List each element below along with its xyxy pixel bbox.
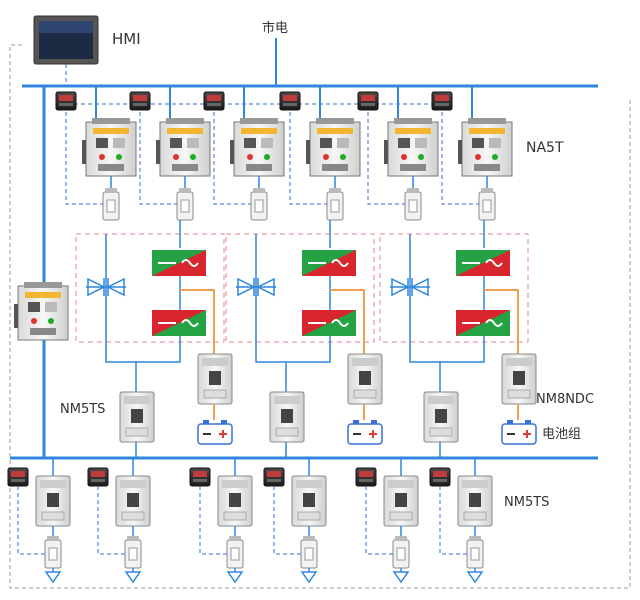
control-wire <box>213 112 251 205</box>
feeder-ct <box>226 536 244 569</box>
rectifier <box>302 250 356 276</box>
acb-breaker <box>230 118 285 177</box>
feeder-mccb <box>291 475 327 527</box>
feeder-control-wire <box>273 486 301 555</box>
acb-breaker <box>82 118 137 177</box>
load-ground-symbol <box>124 571 142 584</box>
feeder-ct <box>466 536 484 569</box>
feeder-mccb <box>35 475 71 527</box>
power-meter-top <box>55 91 77 111</box>
converter-bay <box>379 220 537 458</box>
output-mccb <box>269 391 305 443</box>
control-wire <box>289 112 327 205</box>
battery-label: 电池组 <box>542 427 581 442</box>
acb-breaker <box>458 118 513 177</box>
current-transformer <box>102 188 120 221</box>
control-wire <box>441 112 479 205</box>
load-ground-symbol <box>300 571 318 584</box>
power-meter-feeder <box>87 467 109 487</box>
dc-link-battery <box>180 289 215 360</box>
grid-label: 市电 <box>262 20 288 36</box>
acb-breaker <box>384 118 439 177</box>
battery-pack <box>501 420 537 445</box>
dc-breaker <box>501 353 537 405</box>
load-ground-symbol <box>466 571 484 584</box>
power-meter-top <box>129 91 151 111</box>
inverter <box>152 310 206 336</box>
feeder-control-wire <box>439 486 467 555</box>
power-meter-feeder <box>7 467 29 487</box>
power-meter-feeder <box>355 467 377 487</box>
power-meter-top <box>431 91 453 111</box>
static-switch <box>236 277 276 297</box>
inverter <box>302 310 356 336</box>
power-meter-feeder <box>263 467 285 487</box>
feeder-ct <box>300 536 318 569</box>
load-ground-symbol <box>44 571 62 584</box>
control-wire <box>367 112 405 205</box>
acb-breaker <box>306 118 361 177</box>
feeder-ct <box>392 536 410 569</box>
tie-acb-breaker <box>14 282 69 341</box>
hmi-label: HMI <box>112 30 141 48</box>
current-transformer <box>326 188 344 221</box>
converter-bay <box>225 220 383 458</box>
static-switch <box>390 277 430 297</box>
feeder-mccb <box>383 475 419 527</box>
rectifier <box>152 250 206 276</box>
control-wire <box>65 112 103 205</box>
current-transformer <box>250 188 268 221</box>
current-transformer <box>478 188 496 221</box>
output-join <box>255 336 331 363</box>
bay-frame <box>379 233 529 343</box>
battery-pack <box>197 420 233 445</box>
inverter <box>456 310 510 336</box>
feeder-mccb <box>115 475 151 527</box>
feeder-mccb <box>457 475 493 527</box>
output-mccb <box>119 391 155 443</box>
output-mccb <box>423 391 459 443</box>
static-switch <box>86 277 126 297</box>
dc-link-battery <box>484 289 519 360</box>
tie-breaker <box>14 282 69 341</box>
power-meter-feeder <box>429 467 451 487</box>
current-transformer <box>176 188 194 221</box>
feeder-control-wire <box>97 486 125 555</box>
converter-bay <box>75 220 233 458</box>
feeder-control-wire <box>199 486 227 555</box>
dc-breaker <box>197 353 233 405</box>
feeder-mccb <box>217 475 253 527</box>
acb-breaker <box>156 118 211 177</box>
load-ground-symbol <box>226 571 244 584</box>
control-wire <box>139 112 177 205</box>
power-meter-feeder <box>189 467 211 487</box>
acb-label: NA5T <box>526 140 564 156</box>
bay-frame <box>75 233 225 343</box>
feeder-control-wire <box>365 486 393 555</box>
feeder-ct <box>124 536 142 569</box>
mccb-mid-label: NM5TS <box>60 402 105 417</box>
bay-frame <box>225 233 375 343</box>
power-meter-top <box>357 91 379 111</box>
hmi-panel <box>33 15 99 84</box>
power-meter-top <box>203 91 225 111</box>
rectifier <box>456 250 510 276</box>
system-boundary <box>9 44 631 589</box>
battery-pack <box>347 420 383 445</box>
output-join <box>105 336 181 363</box>
power-meter-top <box>279 91 301 111</box>
dc-breaker <box>347 353 383 405</box>
output-join <box>409 336 485 363</box>
dc-breaker-label: NM8NDC <box>536 392 594 407</box>
dc-link-battery <box>330 289 365 360</box>
feeder-control-wire <box>17 486 45 555</box>
current-transformer <box>404 188 422 221</box>
mccb-bottom-label: NM5TS <box>504 495 549 510</box>
feeder-ct <box>44 536 62 569</box>
load-ground-symbol <box>392 571 410 584</box>
